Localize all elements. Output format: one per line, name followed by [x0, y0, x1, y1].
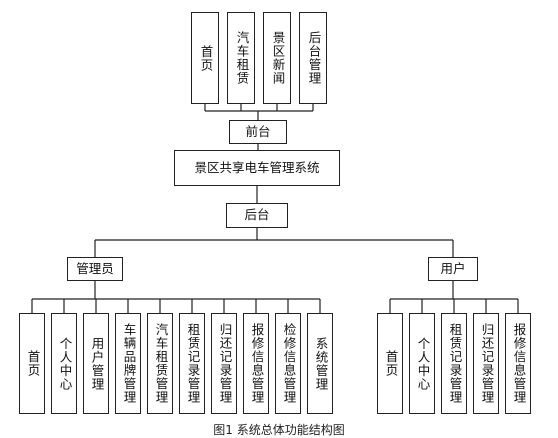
user-module-personal-center: 个人中心: [409, 313, 435, 414]
front-page-backend-admin: 后台管理: [299, 12, 327, 104]
front-page-scenic-news: 景区新闻: [263, 12, 291, 104]
front-page-home: 首页: [191, 12, 219, 104]
user-module-repair-report-management: 报修信息管理: [505, 313, 531, 414]
admin-module-vehicle-brand-management: 车辆品牌管理: [115, 313, 141, 414]
user-node: 用户: [428, 257, 478, 281]
admin-module-home: 首页: [19, 313, 45, 414]
backend-node: 后台: [226, 203, 288, 228]
system-node: 景区共享电车管理系统: [174, 150, 340, 186]
user-module-return-record-management: 归还记录管理: [473, 313, 499, 414]
admin-module-maintenance-info-management: 检修信息管理: [275, 313, 301, 414]
admin-module-rental-record-management: 租赁记录管理: [179, 313, 205, 414]
admin-module-repair-report-management: 报修信息管理: [243, 313, 269, 414]
frontend-node: 前台: [229, 120, 287, 144]
admin-module-system-management: 系统管理: [307, 313, 333, 414]
connector-lines: [31, 104, 519, 313]
admin-module-car-rental-management: 汽车租赁管理: [147, 313, 173, 414]
admin-module-personal-center: 个人中心: [51, 313, 77, 414]
admin-module-return-record-management: 归还记录管理: [211, 313, 237, 414]
admin-module-user-management: 用户管理: [83, 313, 109, 414]
user-module-rental-record-management: 租赁记录管理: [441, 313, 467, 414]
user-module-home: 首页: [377, 313, 403, 414]
figure-caption: 图1 系统总体功能结构图: [213, 423, 345, 437]
function-structure-diagram: 首页 汽车租赁 景区新闻 后台管理 前台 景区共享电车管理系统 后台 管理员 用…: [19, 12, 531, 437]
admin-node: 管理员: [67, 257, 123, 281]
front-page-car-rental: 汽车租赁: [227, 12, 255, 104]
